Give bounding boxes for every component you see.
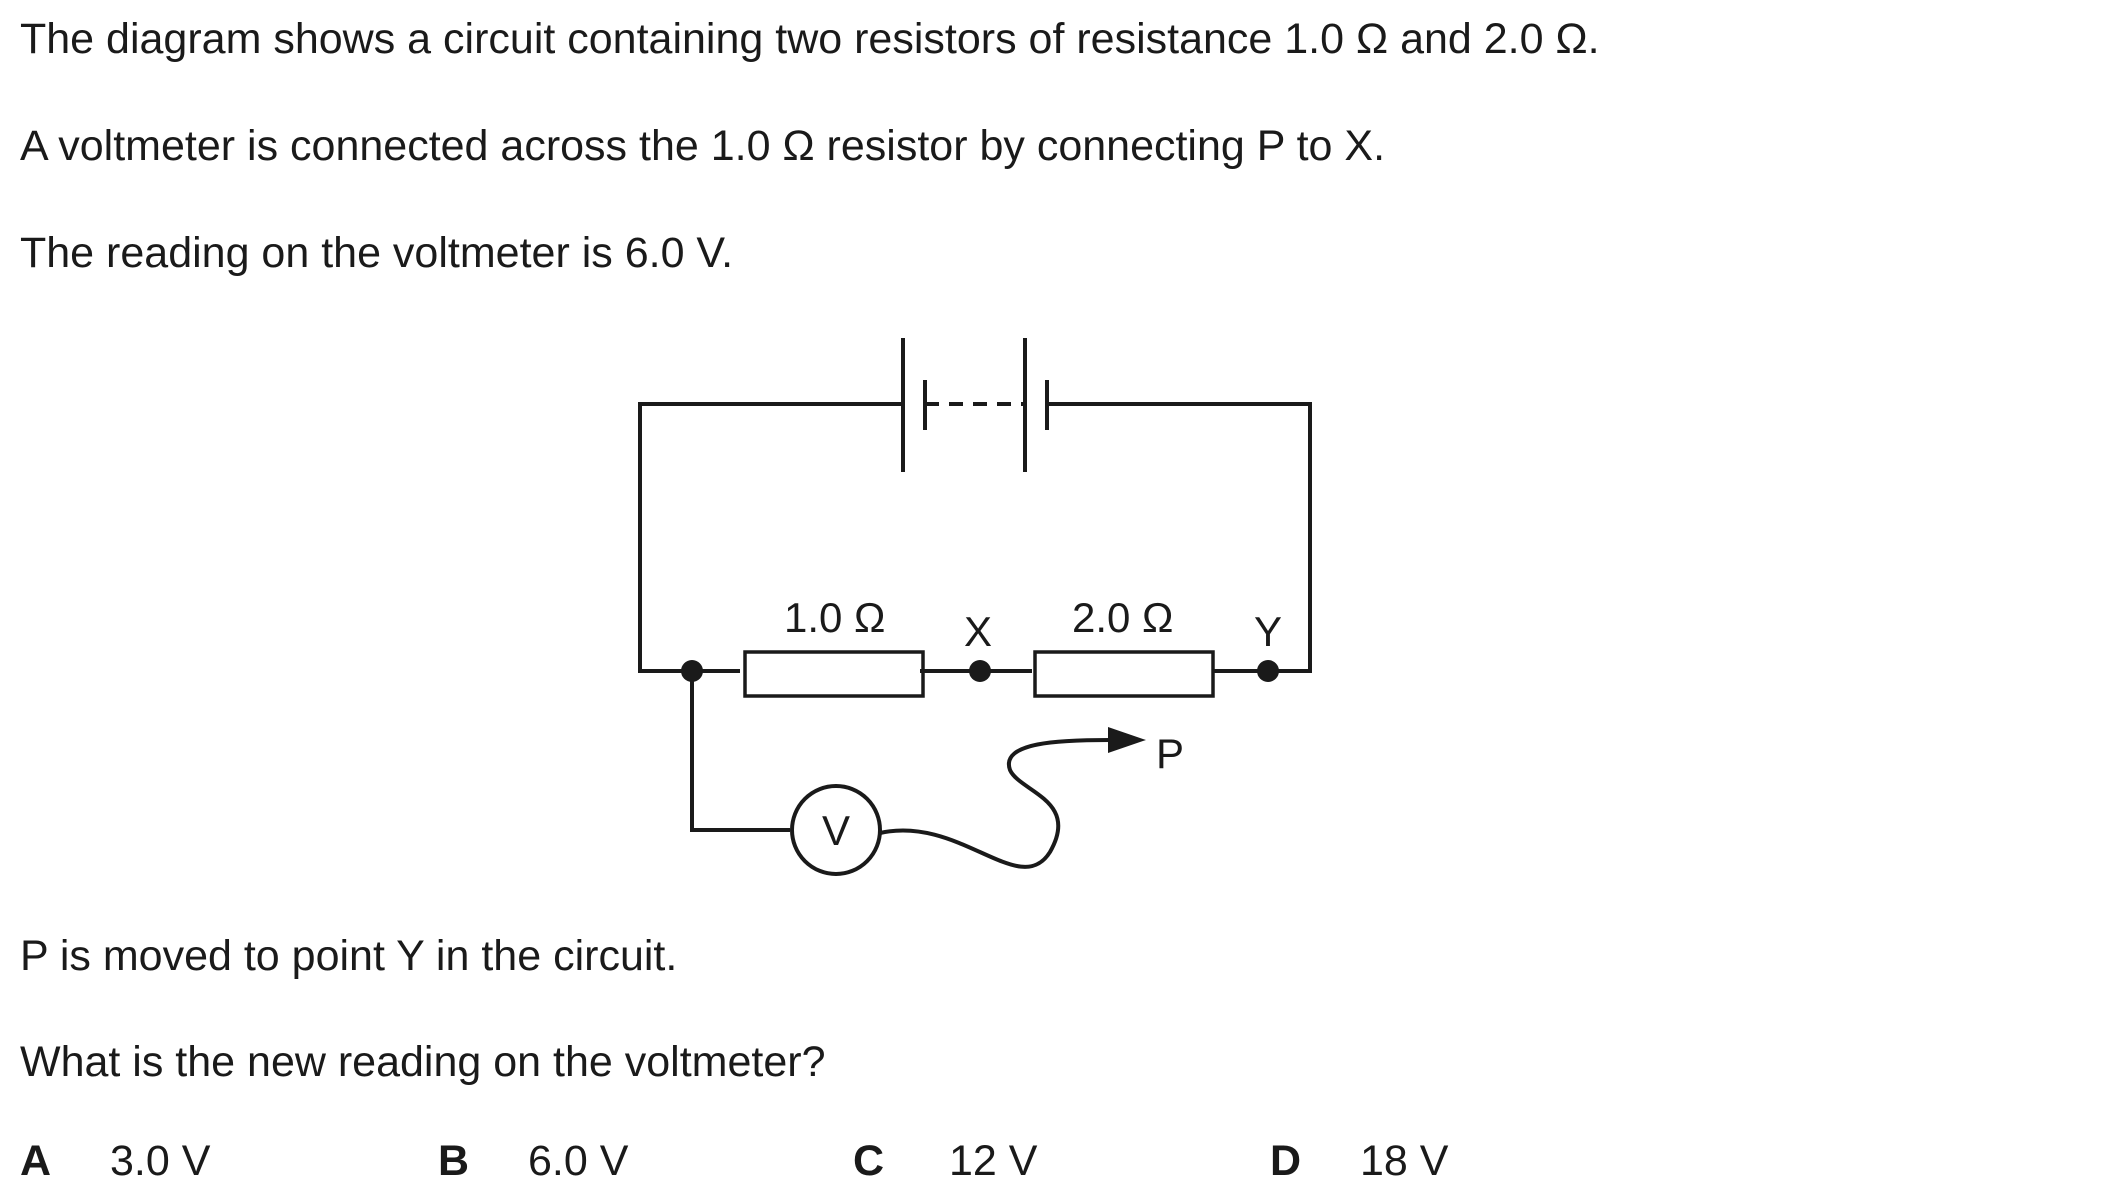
probe-p-label: P <box>1156 730 1184 777</box>
wire-voltmeter-branch <box>690 671 790 832</box>
option-a-letter: A <box>20 1137 52 1185</box>
option-b-letter: B <box>438 1137 470 1185</box>
voltmeter <box>790 784 882 876</box>
flying-lead <box>879 738 1111 869</box>
option-c[interactable]: C 12 V <box>853 1137 1037 1185</box>
option-c-letter: C <box>853 1137 885 1185</box>
resistor-1-label: 1.0 Ω <box>784 594 885 641</box>
resistor-1-ohm <box>743 650 925 698</box>
option-a-value: 3.0 V <box>110 1137 211 1185</box>
point-y-dot <box>1257 660 1279 682</box>
point-y-label: Y <box>1254 608 1282 655</box>
probe-arrowhead <box>1108 727 1146 753</box>
option-d-letter: D <box>1270 1137 1302 1185</box>
option-c-value: 12 V <box>949 1137 1038 1185</box>
question-line-2: A voltmeter is connected across the 1.0 … <box>20 122 1386 170</box>
junction-dot-left <box>681 660 703 682</box>
point-x-dot <box>969 660 991 682</box>
question-line-1: The diagram shows a circuit containing t… <box>20 15 1600 63</box>
option-d[interactable]: D 18 V <box>1270 1137 1448 1185</box>
option-a[interactable]: A 3.0 V <box>20 1137 210 1185</box>
resistor-2-label: 2.0 Ω <box>1072 594 1173 641</box>
voltmeter-label: V <box>822 807 850 854</box>
question-line-3: The reading on the voltmeter is 6.0 V. <box>20 229 734 277</box>
point-x-label: X <box>964 608 992 655</box>
question-line-5: What is the new reading on the voltmeter… <box>20 1038 826 1086</box>
option-b[interactable]: B 6.0 V <box>438 1137 628 1185</box>
option-d-value: 18 V <box>1360 1137 1449 1185</box>
question-line-4: P is moved to point Y in the circuit. <box>20 932 678 980</box>
option-b-value: 6.0 V <box>528 1137 629 1185</box>
resistor-2-ohm <box>1033 650 1215 698</box>
